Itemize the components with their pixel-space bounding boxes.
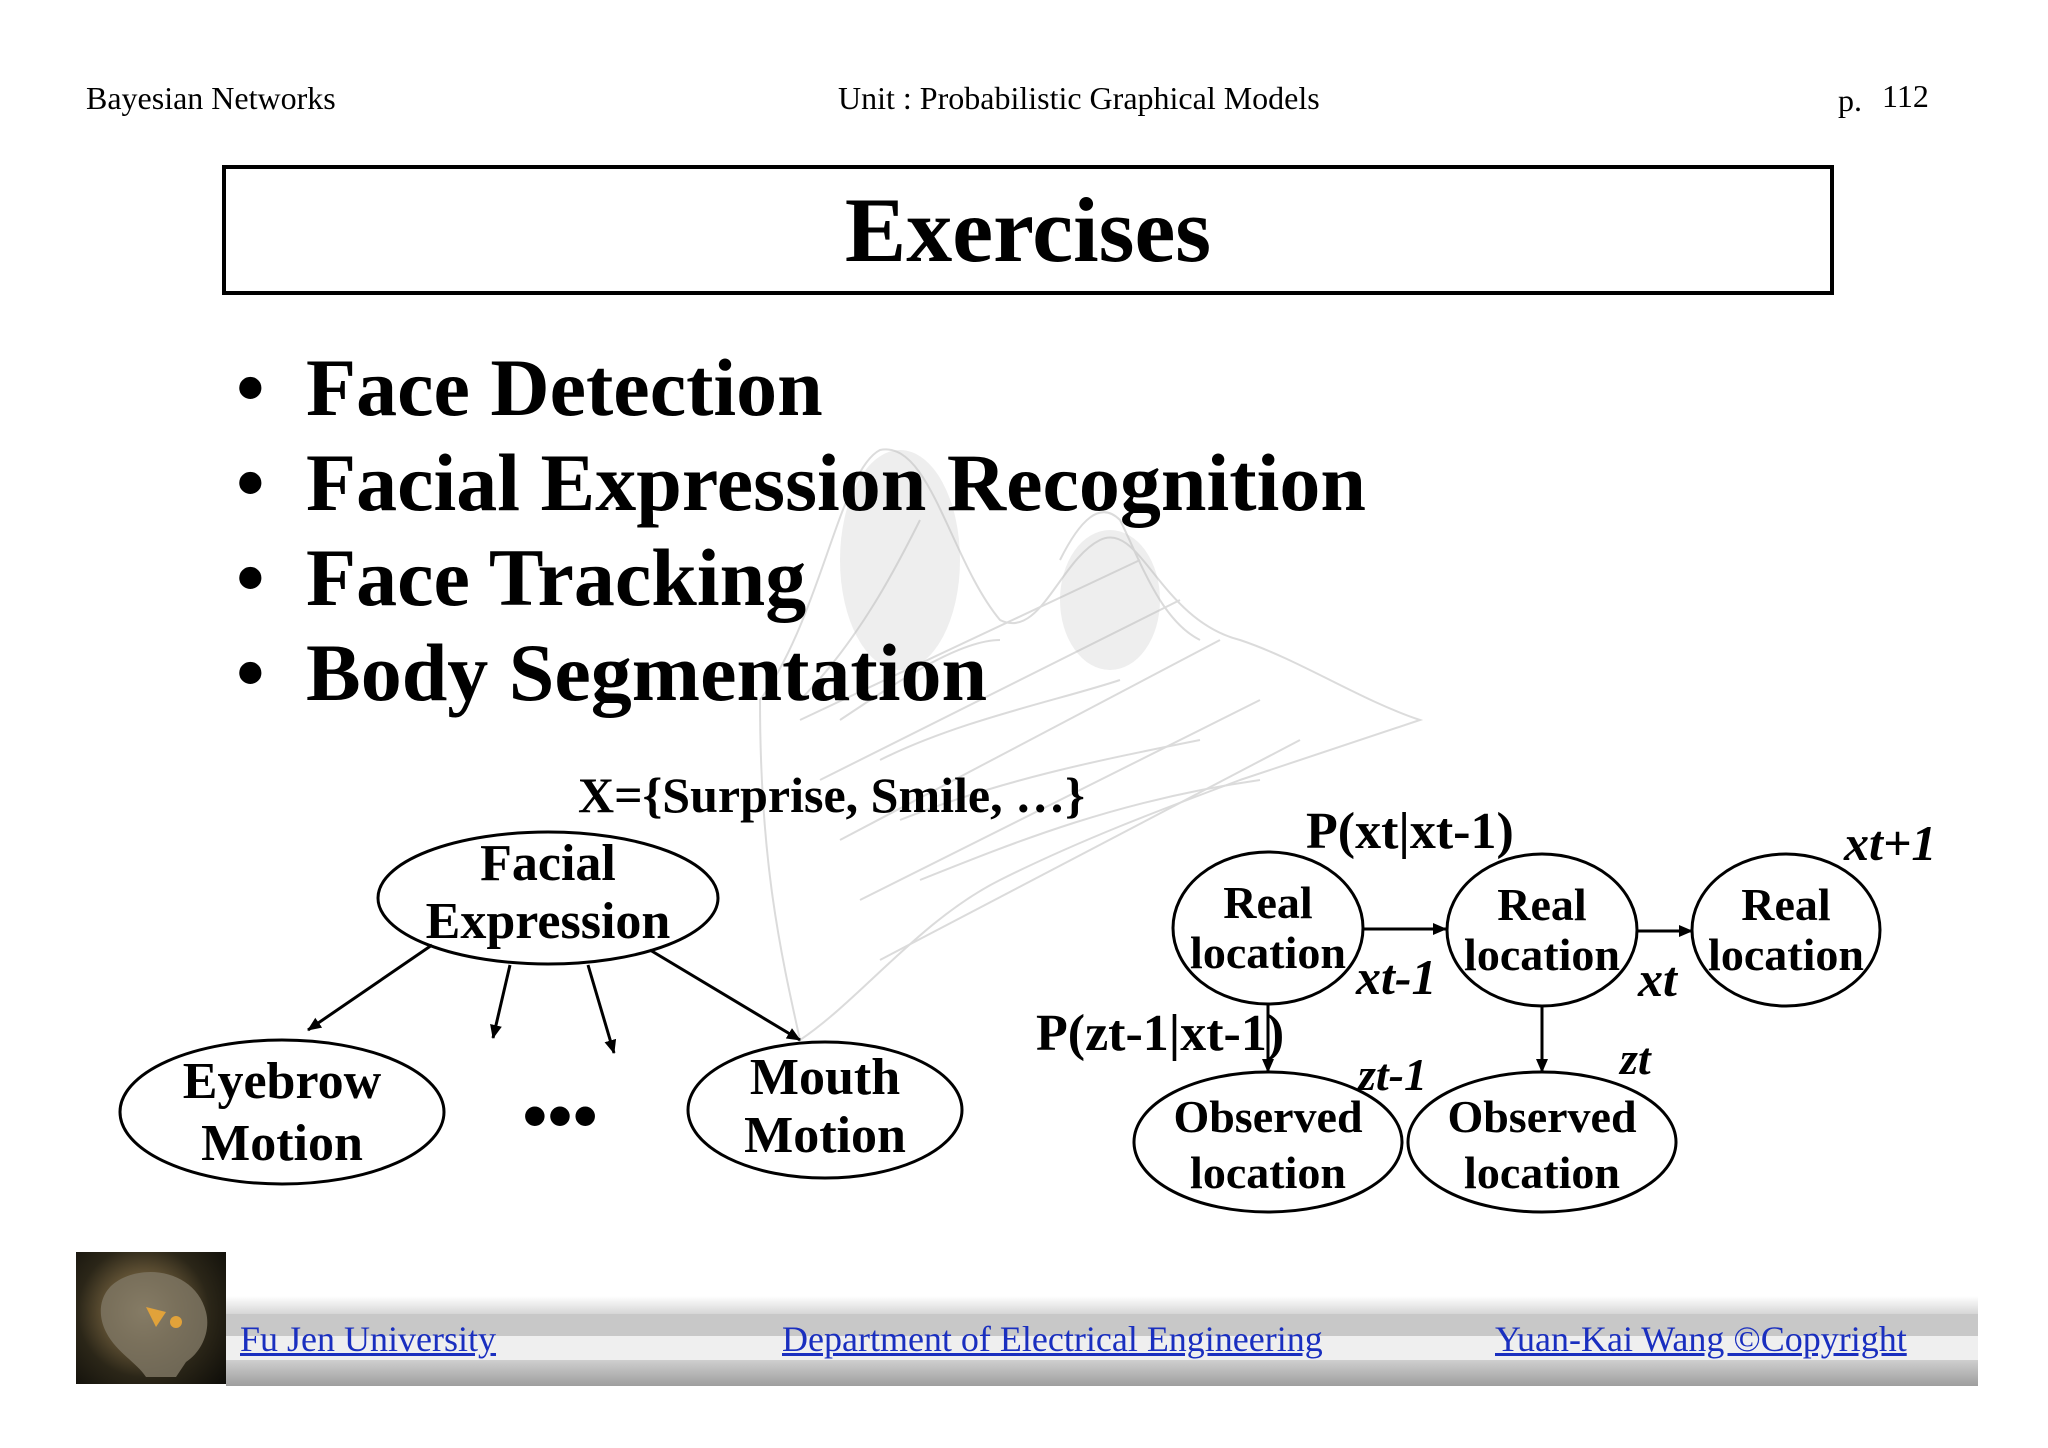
mouth-motion-line2: Motion [744, 1107, 906, 1164]
observed-location-1-line1: Observed [1173, 1091, 1363, 1142]
slide-title-box: Exercises [222, 165, 1834, 295]
real-location-2-line2: location [1464, 929, 1620, 980]
skull-logo-image [76, 1252, 226, 1384]
real-location-node-1 [1171, 850, 1365, 1006]
ellipsis-dots: ••• [522, 1076, 598, 1156]
obs-label-prev: zt-1 [1356, 1049, 1427, 1100]
eyebrow-motion-node [118, 1038, 446, 1186]
head-icon [100, 1272, 208, 1377]
mouth-motion-line1: Mouth [750, 1049, 900, 1106]
footer-bar [226, 1296, 1978, 1386]
obs-label-current: zt [1618, 1033, 1652, 1084]
footer-university-link[interactable]: Fu Jen University [240, 1319, 496, 1359]
list-item: • Body Segmentation [236, 625, 1366, 720]
header-course: Bayesian Networks [86, 80, 336, 116]
observed-location-2-line2: location [1464, 1147, 1620, 1198]
state-label-next: xt+1 [1843, 815, 1936, 871]
real-location-3-line2: location [1708, 929, 1864, 980]
real-location-3-line1: Real [1741, 879, 1830, 930]
emission-label: P(zt-1|xt-1) [1036, 1005, 1284, 1062]
header-unit: Unit : Probabilistic Graphical Models [838, 80, 1320, 116]
list-item: • Face Tracking [236, 530, 1366, 625]
facial-expression-node [376, 830, 720, 966]
state-label-prev: xt-1 [1355, 949, 1437, 1005]
footer-department-link[interactable]: Department of Electrical Engineering [782, 1319, 1323, 1359]
observed-location-2-line1: Observed [1447, 1091, 1637, 1142]
exercise-label: Facial Expression Recognition [306, 437, 1366, 528]
mouth-motion-node [686, 1040, 964, 1180]
real-location-1-line2: location [1190, 927, 1346, 978]
arrow-to-eyebrow [307, 943, 433, 1032]
real-location-node-2 [1445, 852, 1639, 1008]
header-page-prefix: p. [1838, 82, 1862, 118]
real-location-1-line1: Real [1223, 877, 1312, 928]
bullet-icon: • [236, 437, 265, 528]
facial-expression-line1: Facial [480, 835, 616, 892]
bullet-icon: • [236, 342, 265, 433]
exercise-list: • Face Detection • Facial Expression Recog… [236, 340, 1366, 720]
bullet-icon: • [236, 627, 265, 718]
footer-copyright-link[interactable]: Yuan-Kai Wang ©Copyright [1495, 1319, 1907, 1359]
transition-label: P(xt|xt-1) [1306, 803, 1514, 860]
slide-title: Exercises [844, 179, 1212, 281]
eyebrow-motion-line2: Motion [201, 1115, 363, 1172]
arrow-to-dots-right [586, 964, 617, 1054]
real-location-2-line1: Real [1497, 879, 1586, 930]
eyebrow-motion-line1: Eyebrow [183, 1053, 382, 1110]
expression-set-label: X={Surprise, Smile, …} [578, 767, 1085, 823]
exercise-label: Face Detection [306, 342, 823, 433]
observed-location-1-line2: location [1190, 1147, 1346, 1198]
exercise-label: Face Tracking [306, 532, 807, 623]
arrow-to-dots-left [490, 964, 512, 1039]
state-label-current: xt [1637, 951, 1679, 1007]
list-item: • Face Detection [236, 340, 1366, 435]
facial-expression-line2: Expression [426, 893, 671, 950]
arrow-to-mouth [649, 948, 801, 1042]
bullet-icon: • [236, 532, 265, 623]
exercise-label: Body Segmentation [306, 627, 988, 718]
header-page-number: 112 [1882, 78, 1929, 114]
list-item: • Facial Expression Recognition [236, 435, 1366, 530]
